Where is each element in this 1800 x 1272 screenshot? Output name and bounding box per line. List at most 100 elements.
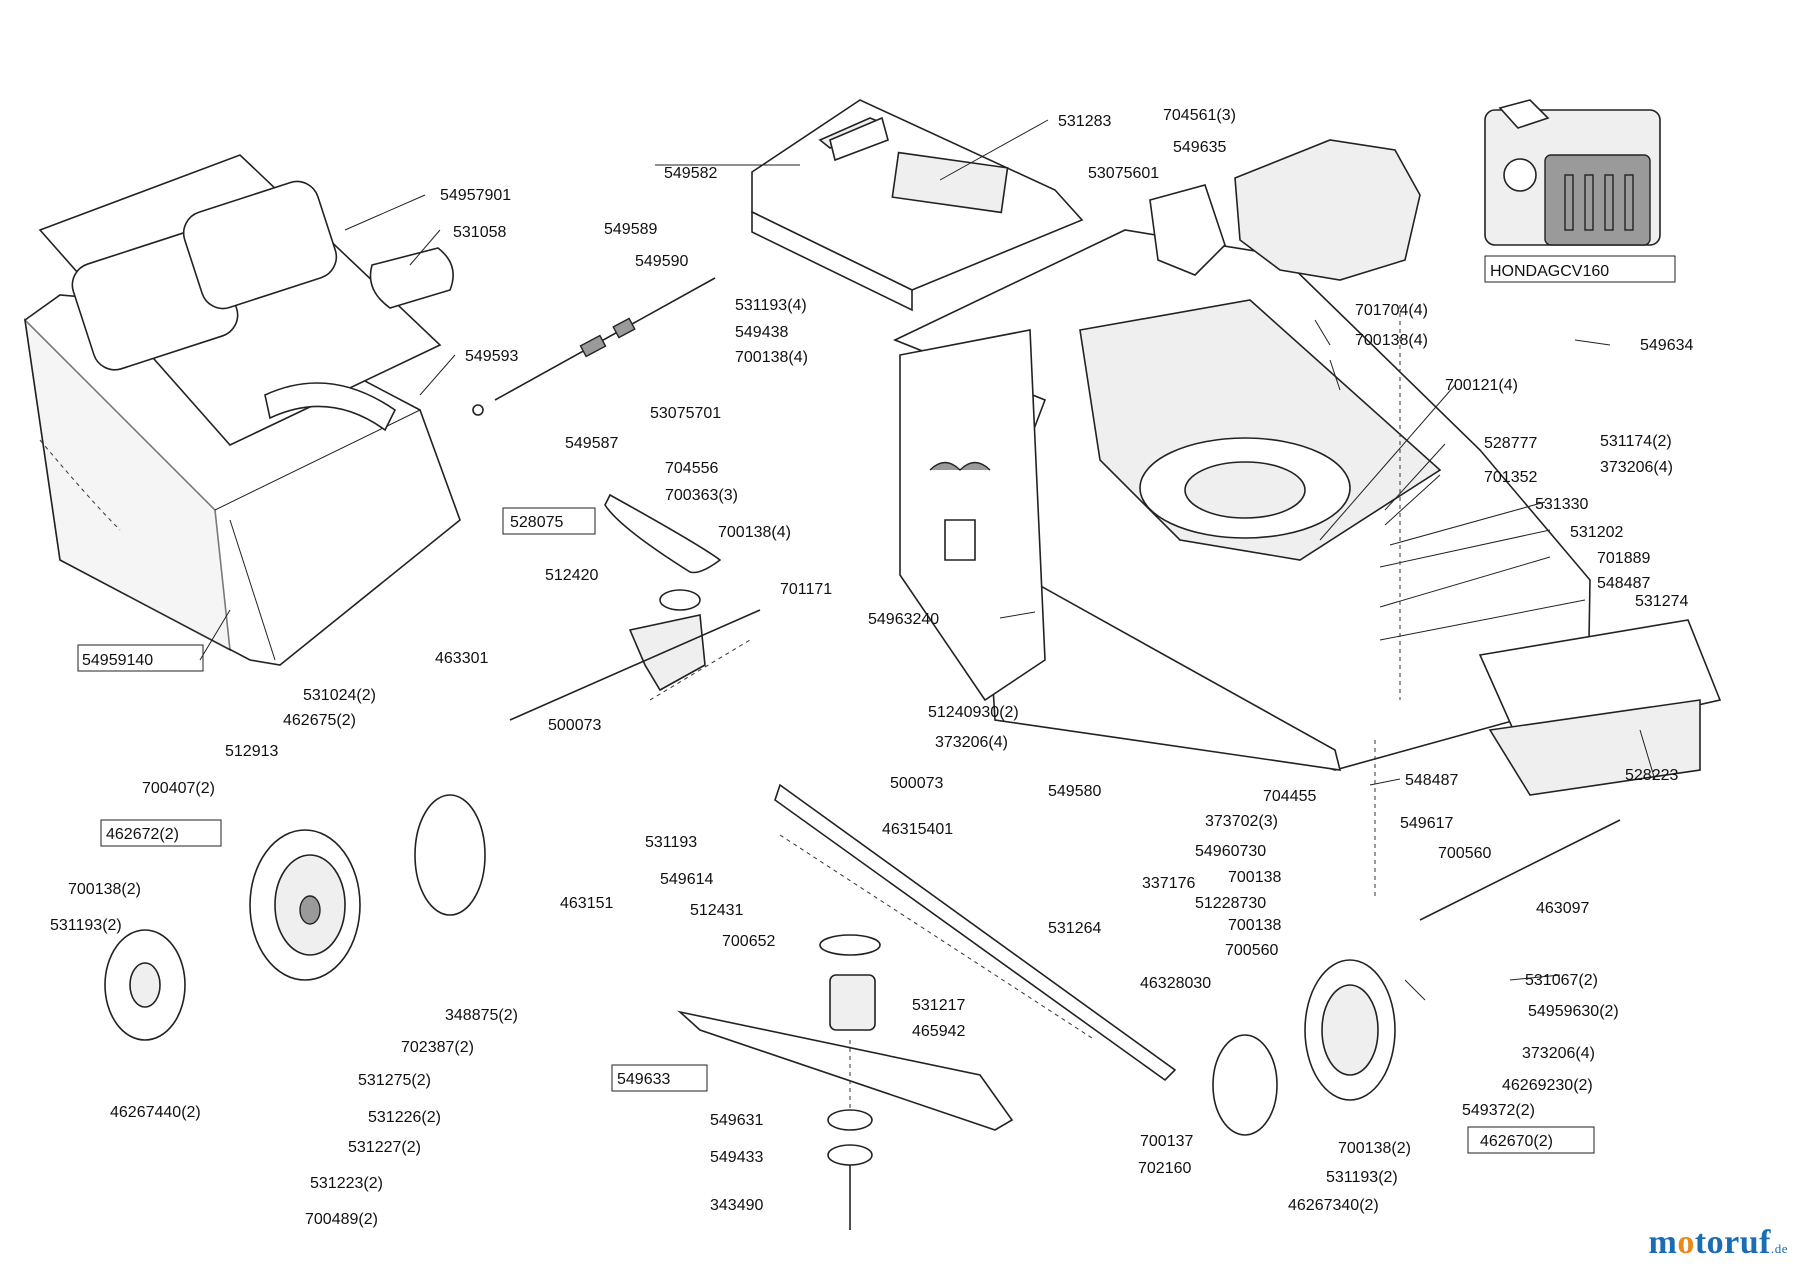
part-label: 46328030: [1140, 975, 1211, 992]
part-label: 54963240: [868, 611, 939, 628]
rear-flap: [751, 99, 1084, 312]
part-label: 462672(2): [106, 826, 179, 843]
part-label: 549582: [664, 165, 717, 182]
engine-illustration: [1484, 99, 1661, 246]
part-label: 531264: [1048, 920, 1101, 937]
part-label: 54957901: [440, 187, 511, 204]
part-label: 549614: [660, 871, 713, 888]
boxed-label-frames: [77, 255, 1676, 1154]
part-label: 549593: [465, 348, 518, 365]
part-label: 53075701: [650, 405, 721, 422]
part-label: 549634: [1640, 337, 1693, 354]
part-label: 465942: [912, 1023, 965, 1040]
part-label: 531202: [1570, 524, 1623, 541]
part-label: 463151: [560, 895, 613, 912]
part-label: 700138(4): [1355, 332, 1428, 349]
part-label: 700560: [1225, 942, 1278, 959]
part-label: 373206(4): [935, 734, 1008, 751]
part-label: 549633: [617, 1071, 670, 1088]
part-label: 531275(2): [358, 1072, 431, 1089]
part-label: 531283: [1058, 113, 1111, 130]
part-label: 463097: [1536, 900, 1589, 917]
part-label: 337176: [1142, 875, 1195, 892]
rear-left-wheel: [249, 794, 486, 981]
part-label: 700652: [722, 933, 775, 950]
part-label: 46267440(2): [110, 1104, 201, 1121]
part-label: 528777: [1484, 435, 1537, 452]
part-label: 700138(2): [68, 881, 141, 898]
part-label: 702160: [1138, 1160, 1191, 1177]
part-label: 549635: [1173, 139, 1226, 156]
part-label: 51228730: [1195, 895, 1266, 912]
part-label: 46267340(2): [1288, 1197, 1379, 1214]
part-label: 531024(2): [303, 687, 376, 704]
part-label: 549590: [635, 253, 688, 270]
front-housing: [899, 329, 1046, 702]
part-label: 531226(2): [368, 1109, 441, 1126]
part-label: 528075: [510, 514, 563, 531]
part-label: 549631: [710, 1112, 763, 1129]
part-label: 531193(2): [1326, 1169, 1398, 1186]
part-label: 704561(3): [1163, 107, 1236, 124]
part-label: 531193: [645, 834, 697, 851]
part-label: 373206(4): [1600, 459, 1673, 476]
part-label: 701171: [780, 581, 832, 598]
front-bumper: [1478, 619, 1722, 796]
part-label: 700407(2): [142, 780, 215, 797]
part-label: 531058: [453, 224, 506, 241]
part-label: 348875(2): [445, 1007, 518, 1024]
part-label: 549433: [710, 1149, 763, 1166]
part-label: 54959630(2): [1528, 1003, 1619, 1020]
part-label: 54959140: [82, 652, 153, 669]
part-label: 531217: [912, 997, 965, 1014]
part-label: 46269230(2): [1502, 1077, 1593, 1094]
drive-cable-rod: [472, 277, 716, 416]
front-right-hubcap: [1212, 1034, 1278, 1136]
spring-and-stay: [774, 783, 1177, 1082]
rear-left-hubcap: [104, 929, 186, 1041]
part-label: 500073: [548, 717, 601, 734]
handle-cover-part: [369, 247, 454, 309]
part-label: 528223: [1625, 767, 1678, 784]
part-label: 700489(2): [305, 1211, 378, 1228]
part-labels: 54957901 531058 549593 54959140 549589 5…: [50, 107, 1693, 1228]
front-axle: [1419, 819, 1621, 921]
part-label: 531193(2): [50, 917, 122, 934]
part-label: 700560: [1438, 845, 1491, 862]
part-label: 549372(2): [1462, 1102, 1535, 1119]
front-right-wheel: [1304, 959, 1396, 1101]
part-label: 701704(4): [1355, 302, 1428, 319]
part-label: 512913: [225, 743, 278, 760]
part-label: 46315401: [882, 821, 953, 838]
part-label: 549617: [1400, 815, 1453, 832]
part-label: 548487: [1597, 575, 1650, 592]
motoruf-logo: motoruf.de: [1648, 1224, 1788, 1261]
catcher-top-frame: [38, 154, 442, 446]
part-label: 700138: [1228, 869, 1281, 886]
part-label: 700138(4): [735, 349, 808, 366]
part-label: 531227(2): [348, 1139, 421, 1156]
part-label: 343490: [710, 1197, 763, 1214]
part-label: 512431: [690, 902, 743, 919]
cutting-blade: [677, 974, 1014, 1230]
part-label: 51240930(2): [928, 704, 1019, 721]
part-label: 700363(3): [665, 487, 738, 504]
part-label: 704455: [1263, 788, 1316, 805]
part-label: 549438: [735, 324, 788, 341]
part-label: 701889: [1597, 550, 1650, 567]
part-label: 704556: [665, 460, 718, 477]
part-label: 549589: [604, 221, 657, 238]
part-label: 531223(2): [310, 1175, 383, 1192]
part-label: 701352: [1484, 469, 1537, 486]
part-label: 462675(2): [283, 712, 356, 729]
part-label: 531330: [1535, 496, 1588, 513]
part-label: 549580: [1048, 783, 1101, 800]
part-label: 500073: [890, 775, 943, 792]
part-label: 512420: [545, 567, 598, 584]
part-label: 373206(4): [1522, 1045, 1595, 1062]
part-label: 531067(2): [1525, 972, 1598, 989]
part-label: 373702(3): [1205, 813, 1278, 830]
part-label: 54960730: [1195, 843, 1266, 860]
blade-adapter: [819, 934, 881, 956]
